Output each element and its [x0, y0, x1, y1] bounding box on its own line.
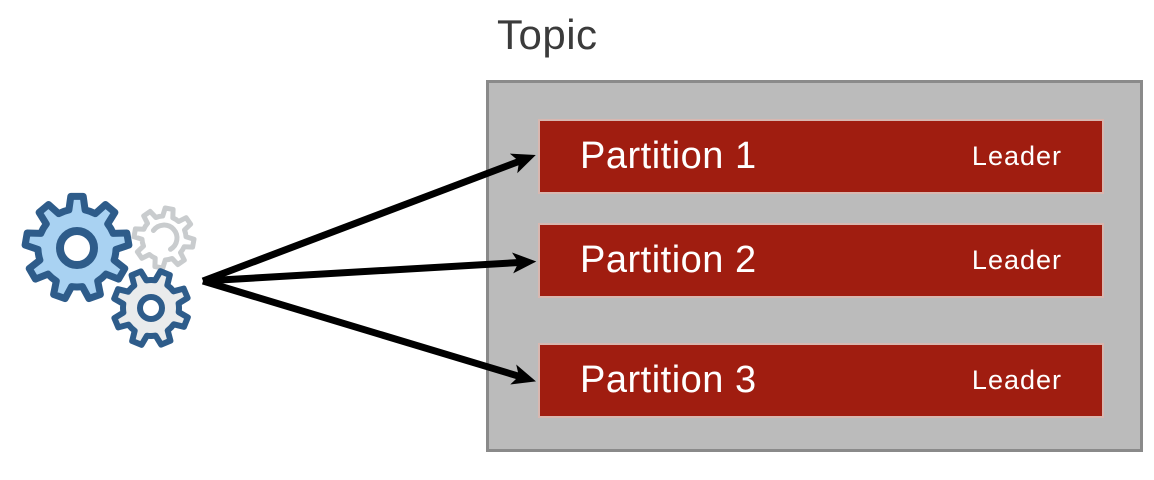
arrow-to-partition-3	[201, 277, 536, 385]
partition-name: Partition 3	[580, 359, 757, 401]
leader-badge: Leader	[971, 365, 1062, 395]
partition-box: Partition 2 Leader	[538, 223, 1104, 298]
blue-gear-hole	[56, 227, 98, 269]
flow-arrows	[201, 153, 537, 385]
arrow-to-partition-1	[201, 153, 536, 285]
partition-name: Partition 1	[580, 135, 757, 177]
gray-gear-hole	[137, 294, 165, 322]
leader-badge: Leader	[971, 245, 1062, 275]
arrow-to-partition-2	[202, 252, 537, 285]
gears-icon	[21, 192, 197, 348]
partition-box: Partition 1 Leader	[538, 119, 1104, 194]
faint-gear-icon	[131, 205, 197, 271]
faint-gear-arc	[150, 222, 180, 252]
partition-name: Partition 2	[580, 239, 757, 281]
partition-box: Partition 3 Leader	[538, 343, 1104, 418]
topic-title: Topic	[497, 11, 598, 58]
topic-box: Partition 1 Leader Partition 2 Leader Pa…	[486, 80, 1143, 452]
leader-badge: Leader	[971, 141, 1062, 171]
